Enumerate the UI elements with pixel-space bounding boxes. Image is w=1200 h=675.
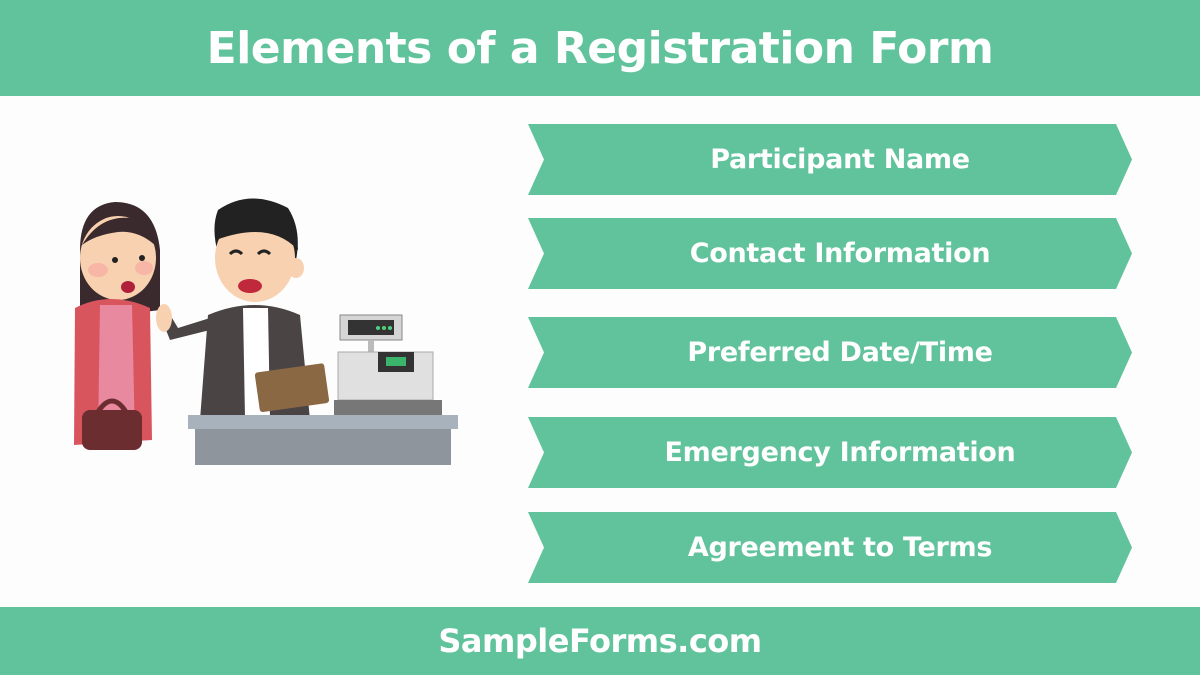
- element-banner-agreement-to-terms: Agreement to Terms: [528, 512, 1132, 583]
- element-label: Contact Information: [689, 238, 991, 269]
- registration-counter-illustration: [74, 198, 458, 465]
- title-banner: Elements of a Registration Form: [0, 0, 1200, 96]
- footer-banner: SampleForms.com: [0, 607, 1200, 675]
- counter-figure: [188, 415, 458, 465]
- woman-customer-figure: [74, 202, 160, 450]
- element-banner-contact-information: Contact Information: [528, 218, 1132, 289]
- element-banner-emergency-information: Emergency Information: [528, 417, 1132, 488]
- element-label: Participant Name: [710, 144, 970, 175]
- element-label: Agreement to Terms: [687, 532, 993, 563]
- page-title: Elements of a Registration Form: [206, 22, 994, 74]
- cash-register-figure: [334, 314, 442, 416]
- element-banner-participant-name: Participant Name: [528, 124, 1132, 195]
- element-label: Preferred Date/Time: [687, 337, 993, 368]
- man-clerk-figure: [156, 198, 330, 420]
- element-label: Emergency Information: [664, 437, 1016, 468]
- element-banner-preferred-date-time: Preferred Date/Time: [528, 317, 1132, 388]
- footer-brand: SampleForms.com: [438, 622, 762, 660]
